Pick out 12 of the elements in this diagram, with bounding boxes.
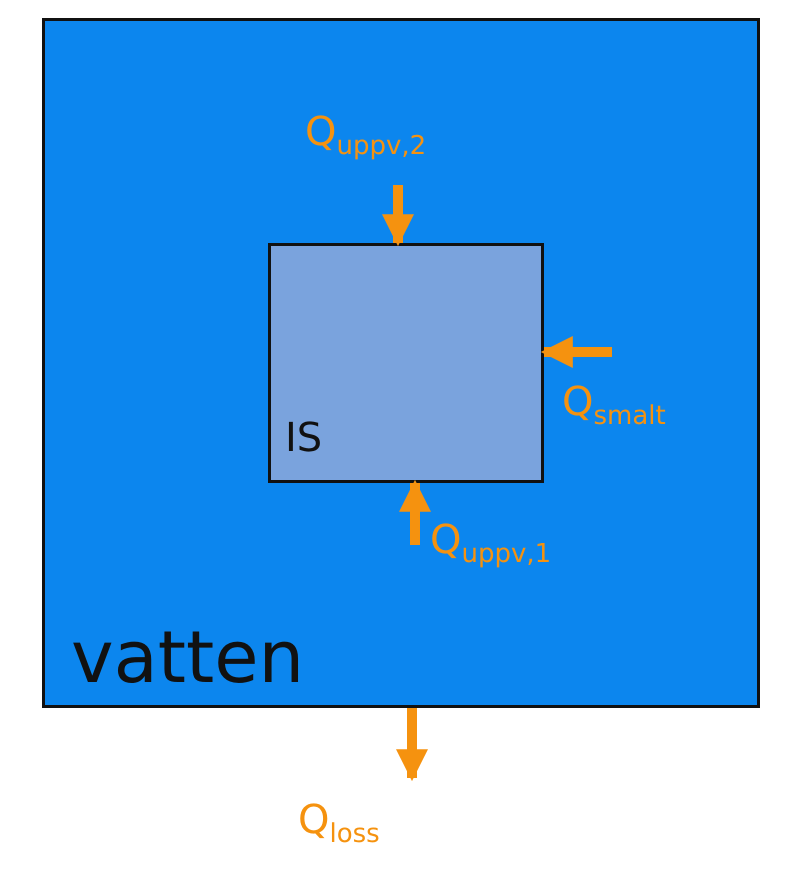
- edge-label: Q$_{uppv,1}$: [430, 520, 552, 568]
- edge-label: Q$_{smalt}$: [562, 382, 666, 430]
- arrow: [396, 708, 428, 782]
- region-box: [268, 243, 544, 483]
- edge-label: Q$_{uppv,2}$: [305, 112, 426, 160]
- arrow: [399, 480, 431, 545]
- edge-label: Q$_{loss}$: [298, 800, 380, 848]
- region-label: IS: [285, 418, 322, 458]
- region-box: [42, 18, 760, 708]
- arrow: [382, 185, 414, 246]
- region-label: vatten: [71, 621, 304, 693]
- arrow: [540, 336, 612, 368]
